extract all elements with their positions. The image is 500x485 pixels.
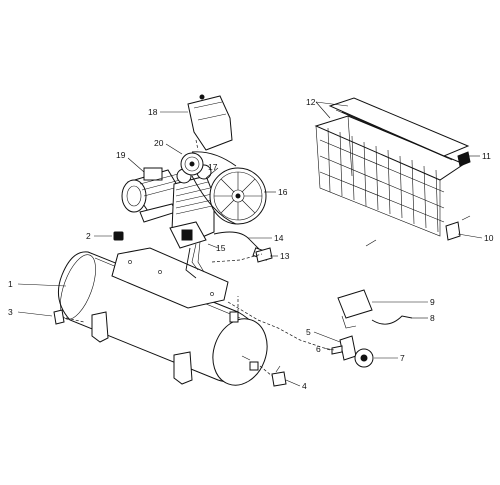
callout-12: 12 (306, 97, 316, 107)
callout-20: 20 (154, 138, 164, 148)
callout-5: 5 (306, 327, 311, 337)
flywheel (209, 167, 267, 225)
callout-7: 7 (400, 353, 405, 363)
callout-9: 9 (430, 297, 435, 307)
air-tank (57, 247, 268, 386)
v-belt (191, 151, 237, 225)
callout-15: 15 (216, 243, 226, 253)
callout-11: 11 (482, 151, 491, 161)
motor-pulley (180, 152, 204, 176)
callout-8: 8 (430, 313, 435, 323)
belt-guard (187, 94, 233, 151)
callout-14: 14 (274, 233, 284, 243)
callout-2: 2 (86, 231, 91, 241)
callout-1: 1 (8, 279, 13, 289)
leader-lines (17, 101, 483, 387)
callout-4: 4 (302, 381, 307, 391)
callout-17: 17 (208, 162, 218, 172)
assembly-lines (65, 139, 331, 377)
callout-labels: 1 2 3 4 5 6 7 8 9 10 11 12 13 14 15 16 1… (8, 97, 494, 391)
callout-19: 19 (116, 150, 126, 160)
callout-18: 18 (148, 107, 158, 117)
callout-16: 16 (278, 187, 288, 197)
small-parts (53, 151, 471, 387)
callout-6: 6 (316, 344, 321, 354)
callout-10: 10 (484, 233, 494, 243)
compressor-pump (169, 164, 215, 273)
callout-3: 3 (8, 307, 13, 317)
filter-grille (314, 97, 470, 237)
callout-13: 13 (280, 251, 290, 261)
